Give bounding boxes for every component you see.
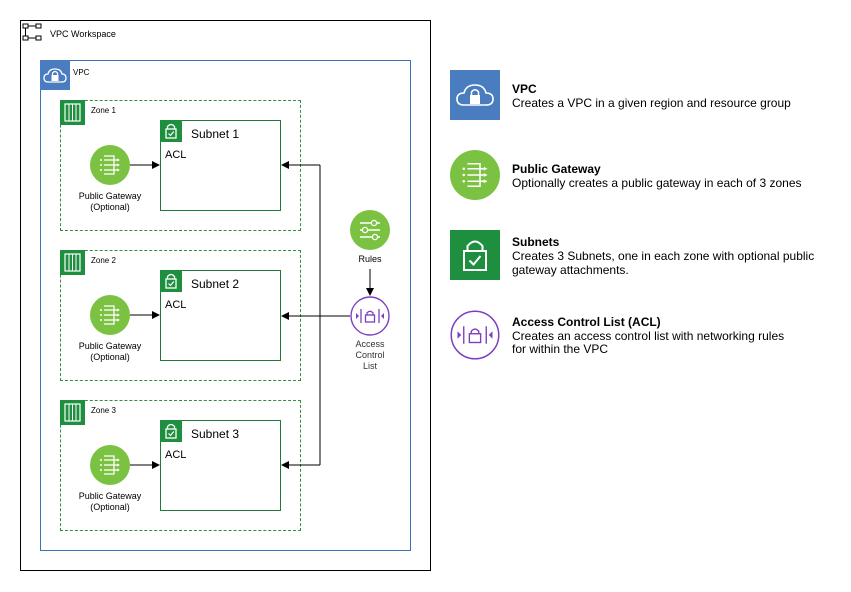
public-gateway-2-label-line2: (Optional) [90,352,130,362]
subnet-1-title: Subnet 1 [191,127,240,141]
public-gateway-1-label: Public Gateway (Optional) [65,191,155,213]
rules-label: Rules [358,254,382,264]
subnet-1-lock-icon [160,120,182,142]
subnet-1-acl-label: ACL [165,149,187,161]
workspace-title: VPC Workspace [50,29,116,39]
workspace-icon [22,22,42,42]
legend-subnets-title: Subnets [512,235,560,249]
subnet-3-title: Subnet 3 [191,427,240,441]
legend-acl-icon [450,310,500,360]
subnet-3: Subnet 3 ACL [160,420,281,511]
public-gateway-3-label-line1: Public Gateway [78,491,142,501]
legend-subnets-desc-line2: gateway attachments. [512,263,629,277]
legend-vpc-desc: Creates a VPC in a given region and reso… [512,96,791,110]
zone-3-building-icon [60,400,85,425]
subnet-1: Subnet 1 ACL [160,120,281,211]
public-gateway-1-label-line1: Public Gateway [78,191,142,201]
public-gateway-2-label-line1: Public Gateway [78,341,142,351]
public-gateway-3-icon [90,445,130,485]
public-gateway-3-label: Public Gateway (Optional) [65,491,155,513]
legend-vpc-title: VPC [512,82,537,96]
acl-node-icon [350,296,390,336]
subnet-2: Subnet 2 ACL [160,270,281,361]
vpc-label: VPC [73,68,90,77]
zone-1-building-icon [60,100,85,125]
zone-2-label: Zone 2 [91,256,116,265]
legend-public-gateway-icon [450,150,500,200]
public-gateway-2-icon [90,295,130,335]
legend-subnets-desc-line1: Creates 3 Subnets, one in each zone with… [512,249,815,263]
vpc-cloud-icon [40,60,70,90]
public-gateway-1-label-line2: (Optional) [90,202,130,212]
legend-acl-desc-line2: for within the VPC [512,342,609,356]
legend-acl-title: Access Control List (ACL) [512,315,661,329]
legend-acl-desc-line1: Creates an access control list with netw… [512,329,785,343]
subnet-3-lock-icon [160,420,182,442]
legend-public-gateway-title: Public Gateway [512,162,601,176]
acl-node-label-line1: Access [355,339,385,349]
legend-vpc-icon [450,70,500,120]
subnet-2-acl-label: ACL [165,299,187,311]
acl-node-label-line3: List [362,361,377,371]
acl-node-label-line2: Control [355,350,385,360]
rules-icon [350,210,390,250]
acl-node-label: Access Control List [335,339,405,372]
public-gateway-3-label-line2: (Optional) [90,502,130,512]
legend-subnets-icon [450,230,500,280]
public-gateway-2-label: Public Gateway (Optional) [65,341,155,363]
zone-2-building-icon [60,250,85,275]
subnet-2-title: Subnet 2 [191,277,240,291]
subnet-3-acl-label: ACL [165,449,187,461]
public-gateway-1-icon [90,145,130,185]
vpc-workspace-frame [20,20,431,571]
zone-1-label: Zone 1 [91,106,116,115]
subnet-2-lock-icon [160,270,182,292]
legend-public-gateway-desc: Optionally creates a public gateway in e… [512,176,802,190]
zone-3-label: Zone 3 [91,406,116,415]
vpc-frame [40,60,411,551]
